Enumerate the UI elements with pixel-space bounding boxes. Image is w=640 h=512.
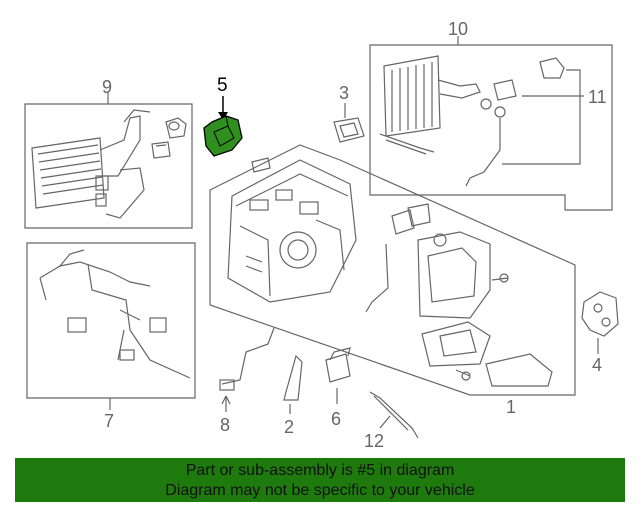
evaporator (383, 55, 481, 137)
callout-6: 6 (331, 409, 342, 429)
callout-8: 8 (220, 415, 231, 435)
banner-line-2: Diagram may not be specific to your vehi… (165, 482, 475, 499)
wire-harness (39, 249, 191, 379)
evap-bracket (379, 133, 435, 155)
grommet-11b (539, 57, 565, 79)
hose-1 (365, 243, 389, 313)
callout-4: 4 (592, 355, 603, 375)
grommet-9a (165, 117, 187, 139)
info-banner: Part or sub-assembly is #5 in diagram Di… (15, 458, 625, 502)
callout-11: 11 (588, 87, 607, 107)
heater-core (31, 109, 151, 219)
clip-1b (407, 203, 431, 227)
blower-case (417, 231, 491, 319)
callout-2: 2 (284, 417, 295, 437)
box-7-outline (26, 242, 196, 399)
part-5-highlighted (203, 96, 243, 157)
hvac-unit-main (227, 159, 357, 303)
seal-11a (493, 79, 517, 101)
screw-1a (491, 273, 509, 283)
parts-diagram (24, 36, 619, 439)
duct-1 (485, 353, 553, 387)
callout-7: 7 (104, 411, 115, 431)
pipe-8 (221, 327, 275, 385)
connector-7a (67, 317, 87, 333)
callout-3: 3 (339, 83, 350, 103)
box-10-outline (369, 44, 613, 211)
callout-12: 12 (364, 431, 385, 451)
box-9-outline (24, 103, 193, 229)
blower-motor-housing (421, 321, 491, 367)
seal-3 (333, 117, 365, 143)
box-1-outline (209, 144, 576, 396)
sensor-part (251, 157, 271, 173)
bracket-4 (581, 291, 619, 337)
evap-tube (465, 118, 501, 187)
callout-10: 10 (448, 19, 469, 39)
banner-line-1: Part or sub-assembly is #5 in diagram (185, 462, 455, 479)
callout-5: 5 (217, 75, 228, 96)
callout-9: 9 (102, 77, 113, 97)
clip-9b (151, 141, 171, 159)
clip-1a (391, 209, 415, 235)
screw-1b (455, 369, 471, 381)
rod-12 (369, 391, 419, 439)
connector-7b (149, 317, 167, 333)
bracket-2 (283, 354, 303, 401)
resistor-6 (325, 347, 351, 383)
callout-1: 1 (506, 397, 517, 417)
connector-7c (119, 349, 135, 361)
